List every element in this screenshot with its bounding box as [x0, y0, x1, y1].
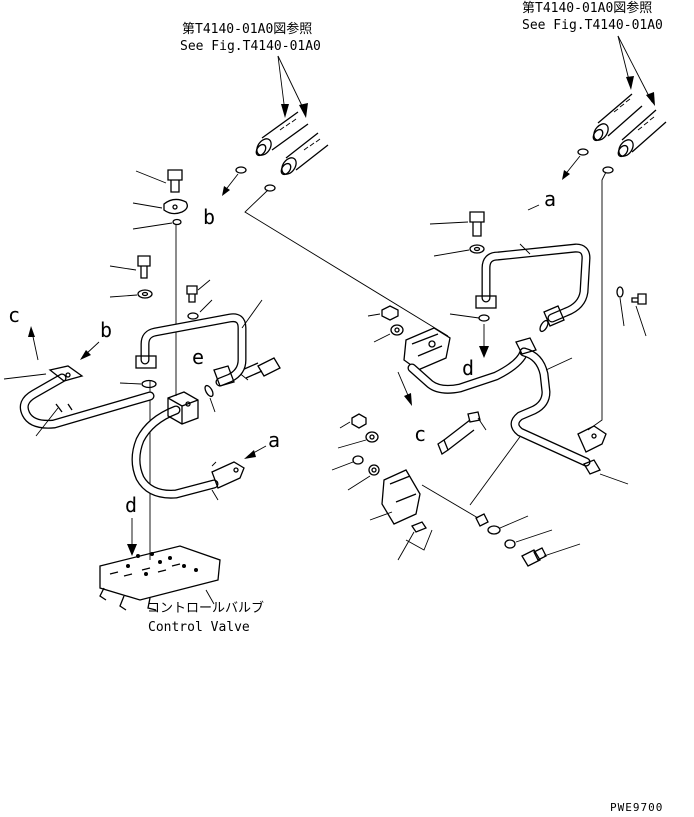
- washer-right-3: [331, 455, 364, 471]
- reference-right-jp: 第T4140-01A0図参照: [522, 0, 652, 16]
- bolt-side-right: [631, 293, 647, 337]
- bolt-upper-right: [429, 211, 485, 237]
- flange-right-lower: [577, 425, 629, 485]
- bolt-mid-left: [109, 255, 151, 279]
- washer-side-right: [616, 286, 625, 327]
- washer-right-6: [504, 529, 553, 549]
- reference-arrows-left: [277, 55, 308, 118]
- arrow-c-right: [397, 371, 412, 406]
- o-ring-upper-right: [449, 313, 490, 322]
- block-fitting-left: [167, 391, 199, 425]
- callout-c-left: c: [8, 303, 20, 327]
- arrow-b-left: [80, 341, 100, 360]
- clamp-bracket-right: [369, 469, 421, 525]
- hose-fitting-right-1: [592, 93, 643, 142]
- leaders-left: [3, 299, 263, 501]
- o-ring-upper-left: [132, 218, 182, 230]
- reference-left-en: See Fig.T4140-01A0: [180, 39, 321, 54]
- hose-fitting-left-1: [255, 111, 309, 157]
- leaders-right: [545, 357, 573, 371]
- callout-a-left: a: [268, 428, 280, 452]
- arrow-d-right: [479, 324, 489, 358]
- washer-right-5: [487, 515, 529, 535]
- plug-right: [475, 513, 489, 527]
- bolt-upper-left: [135, 169, 183, 193]
- nut-e-left: [187, 299, 213, 320]
- arrow-d-lower: [127, 518, 137, 556]
- control-valve-label-jp: コントロールバルブ: [147, 600, 264, 616]
- callout-e: e: [192, 345, 204, 369]
- o-rings-right: [562, 148, 614, 180]
- reference-arrows-right: [617, 35, 655, 106]
- washer-right-2: [337, 431, 379, 449]
- hose-fitting-right-2: [617, 109, 667, 158]
- connection-lines: [149, 171, 607, 560]
- flange-a-left: [211, 461, 245, 489]
- reference-left: 第T4140-01A0図参照 See Fig.T4140-01A0: [180, 21, 321, 54]
- washer-upper-right: [433, 244, 485, 257]
- clip-right: [397, 521, 427, 561]
- pipe-right-d: [407, 347, 529, 394]
- control-valve: [99, 545, 221, 611]
- pipe-right-main: [510, 337, 591, 467]
- pipe-right-upper: [475, 243, 591, 327]
- callout-c-right: c: [414, 422, 426, 446]
- callout-b-left: b: [100, 318, 112, 342]
- hose-fitting-left-2: [280, 132, 329, 176]
- o-ring-e-lower: [204, 384, 216, 413]
- callout-a-right: a: [544, 187, 556, 211]
- washer-right-4: [347, 464, 380, 491]
- drawing-code: PWE9700: [610, 801, 663, 814]
- callout-b-upper: b: [203, 205, 215, 229]
- callout-d-right: d: [462, 356, 474, 380]
- o-rings-left: [222, 166, 276, 196]
- reference-right-en: See Fig.T4140-01A0: [522, 18, 663, 33]
- callout-d-lower: d: [125, 493, 137, 517]
- pipe-left-e: [135, 313, 247, 387]
- o-ring-left-lower: [119, 379, 157, 389]
- bracket-right: [403, 327, 451, 371]
- reference-left-jp: 第T4140-01A0図参照: [182, 21, 312, 37]
- nut-right-1: [367, 305, 399, 321]
- arrow-a-left: [244, 445, 267, 459]
- arrow-a-right: [527, 204, 540, 211]
- arrow-c-left: [28, 326, 39, 361]
- leader-bracket-bottom: [405, 529, 433, 551]
- washer-right-1: [373, 324, 404, 343]
- pipe-left-a: [131, 405, 219, 499]
- bolt-right-lower: [521, 543, 581, 567]
- split-flange-upper: [132, 198, 188, 215]
- nut-right-2: [339, 413, 367, 429]
- washer-mid-left: [109, 289, 153, 299]
- control-valve-label-en: Control Valve: [148, 620, 250, 635]
- o-ring-side-right: [539, 319, 549, 333]
- bolt-right-c: [437, 411, 487, 455]
- bolt-e-left: [186, 279, 211, 303]
- reference-right: 第T4140-01A0図参照 See Fig.T4140-01A0: [522, 0, 663, 33]
